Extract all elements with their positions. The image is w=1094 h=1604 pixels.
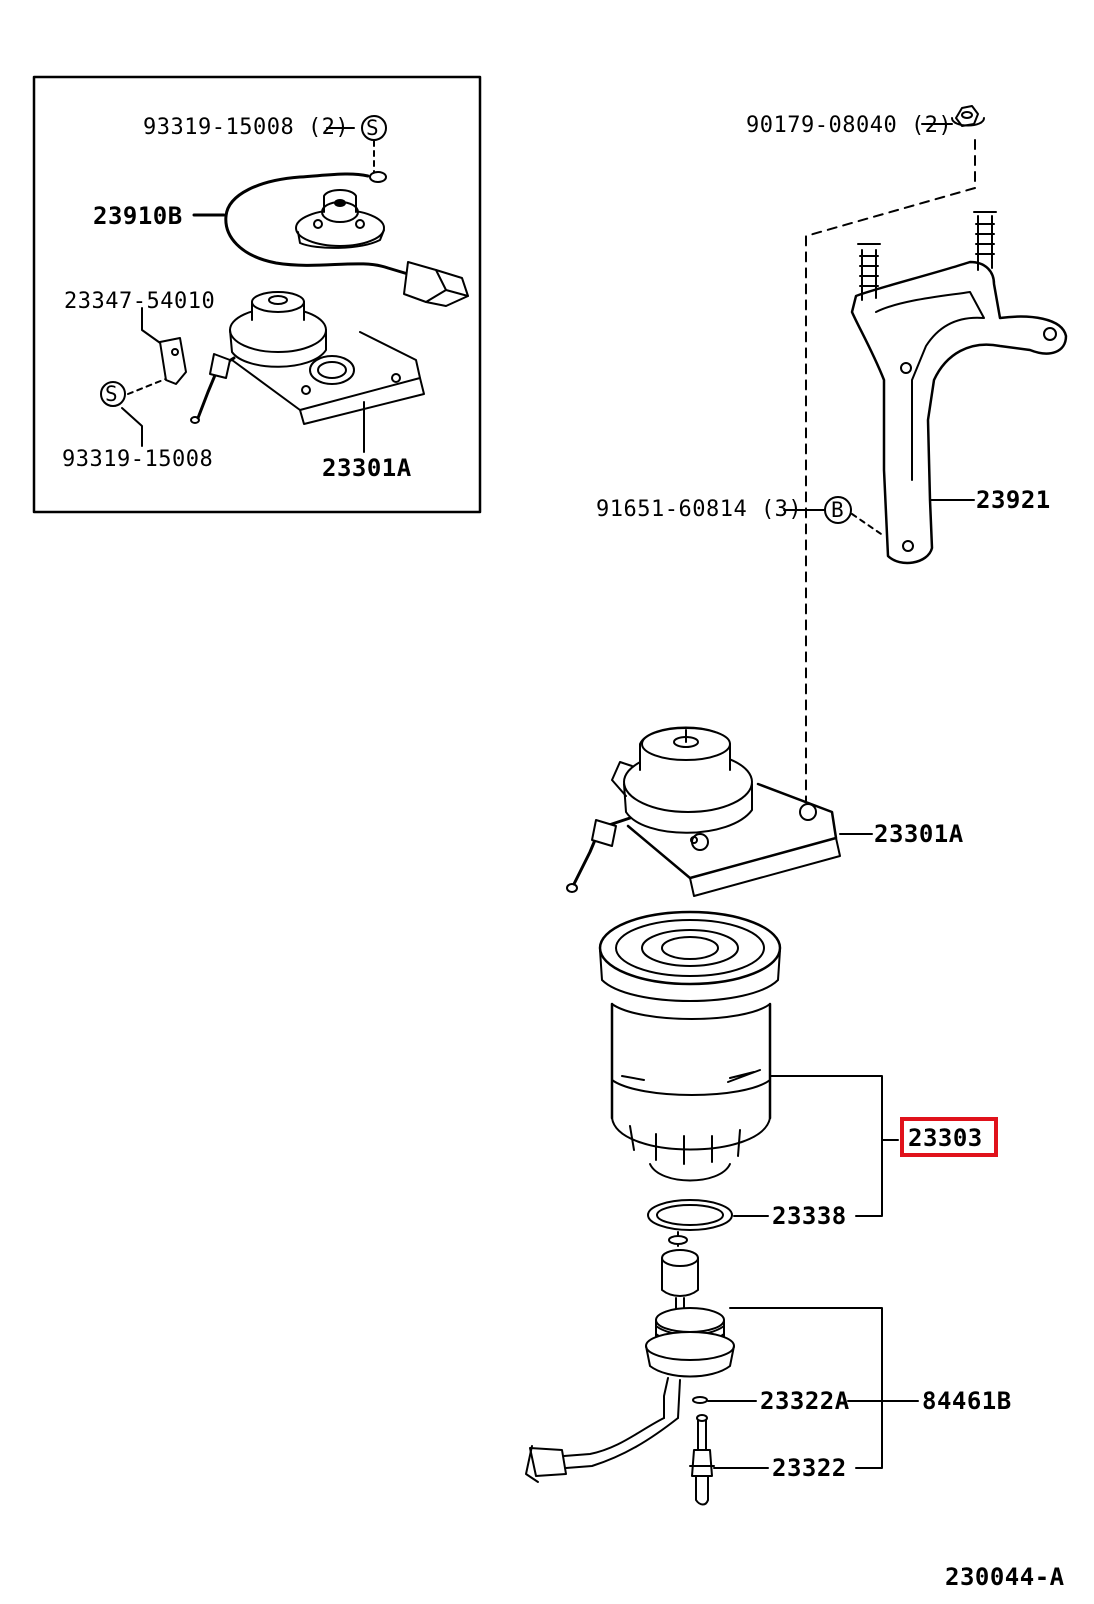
highlight-box: [900, 1117, 998, 1157]
dash-bolt: [851, 513, 885, 537]
s-symbol-bottom: S: [105, 382, 119, 406]
inset-pump: [190, 291, 425, 425]
label-nut: 90179-08040 (2): [746, 113, 953, 138]
label-wire-switch: 23910B: [93, 202, 183, 230]
nut-part: [951, 105, 985, 127]
label-pump-inset: 23301A: [322, 454, 412, 482]
label-pump-main: 23301A: [874, 820, 964, 848]
inset-switch-assembly: [224, 171, 469, 307]
label-bracket: 23921: [976, 486, 1051, 514]
filter-part: [598, 910, 782, 1182]
label-screw-top: 93319-15008 (2): [143, 115, 350, 140]
label-sensor: 23322: [772, 1454, 847, 1482]
s-symbol-top-circle: [361, 115, 387, 141]
leader-filter-group: [769, 1075, 883, 1217]
label-sensor-sub: 84461B: [922, 1387, 1012, 1415]
label-filter: 23303: [908, 1124, 983, 1152]
oring-part: [692, 1396, 708, 1404]
inset-frame: [32, 75, 482, 514]
clip-part: [159, 337, 187, 385]
s-symbol-top: S: [366, 116, 380, 140]
dash-nut-to-pump: [805, 139, 976, 811]
figure-code: 230044-A: [945, 1563, 1065, 1591]
label-gasket: 23338: [772, 1202, 847, 1230]
leader-sensor-group: [729, 1307, 883, 1469]
label-screw-bottom: 93319-15008: [62, 447, 214, 472]
leader-screw-bottom: [121, 407, 143, 447]
dash-screw-bottom: [127, 377, 169, 395]
b-symbol-circle: [824, 496, 852, 524]
sensor-assembly: [525, 1231, 735, 1483]
s-symbol-bottom-circle: [100, 381, 126, 407]
sensor-part: [689, 1414, 715, 1506]
label-clip: 23347-54010: [64, 289, 216, 314]
main-pump: [566, 726, 841, 897]
label-oring: 23322A: [760, 1387, 850, 1415]
b-symbol: B: [831, 498, 845, 522]
label-bolt: 91651-60814 (3): [596, 497, 803, 522]
gasket-part: [647, 1199, 733, 1231]
bracket-part: [850, 211, 1068, 565]
